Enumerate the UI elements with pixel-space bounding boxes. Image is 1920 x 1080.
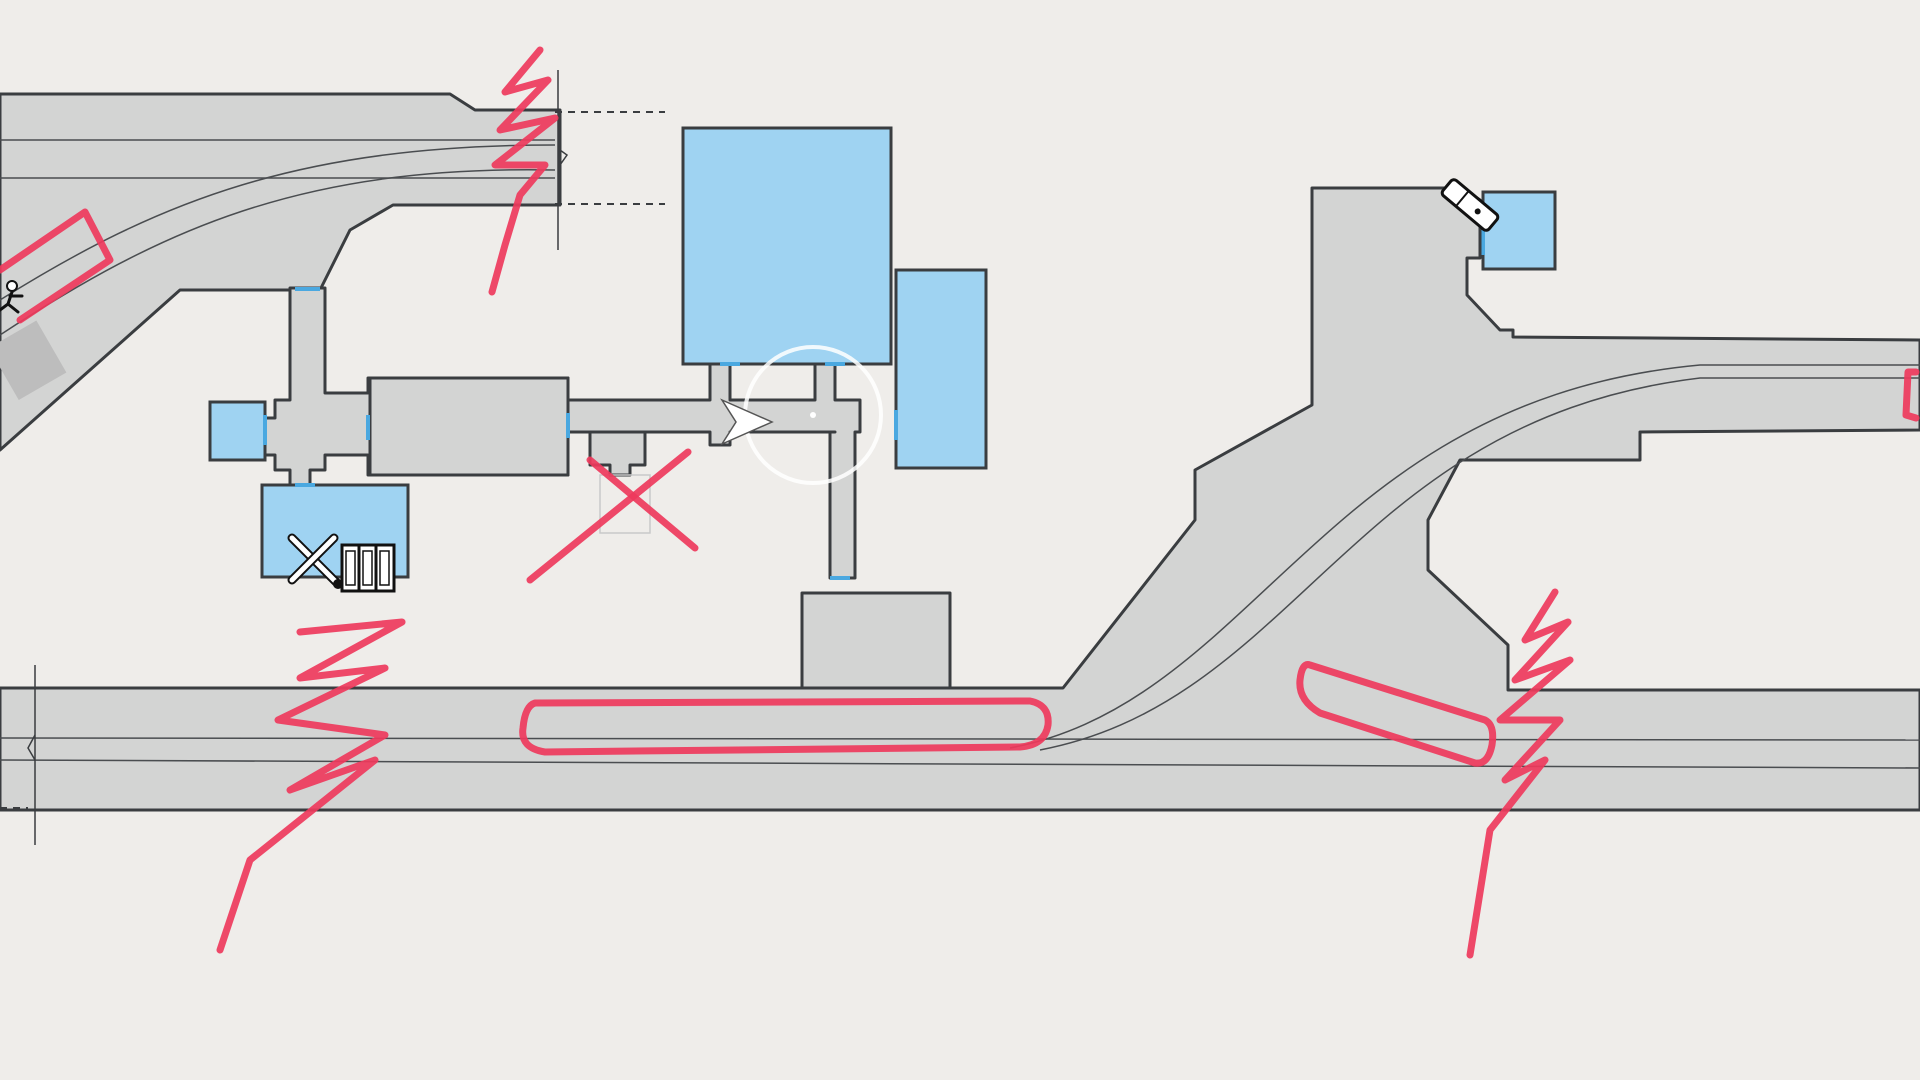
outline-oval-right <box>1296 661 1497 767</box>
corridor-right-junction <box>0 186 1920 845</box>
annotations <box>0 46 1920 959</box>
outline-left-edge <box>0 208 114 324</box>
running-figure-icon[interactable] <box>0 280 24 314</box>
scribble-left-bottom <box>216 618 406 954</box>
server-rack-icon[interactable] <box>340 543 396 593</box>
wrench-screwdriver-icon[interactable] <box>287 533 343 589</box>
corridor-network-center <box>263 286 952 690</box>
doors <box>263 230 1485 580</box>
scribble-right-bottom <box>1466 588 1574 959</box>
room-small-left <box>208 400 267 462</box>
cross-mark <box>586 456 699 552</box>
room-small-top-right <box>1481 190 1557 271</box>
room-bottom-gray <box>800 591 952 690</box>
room-large-top <box>681 126 893 366</box>
corridor-top-left <box>0 70 665 452</box>
player-arrow-icon <box>720 398 774 446</box>
scribble-top <box>488 46 559 296</box>
outline-oval-bottom <box>519 697 1052 756</box>
room-tall-right <box>894 268 988 470</box>
keycard-icon[interactable] <box>1440 178 1500 232</box>
room-hall <box>368 376 570 477</box>
